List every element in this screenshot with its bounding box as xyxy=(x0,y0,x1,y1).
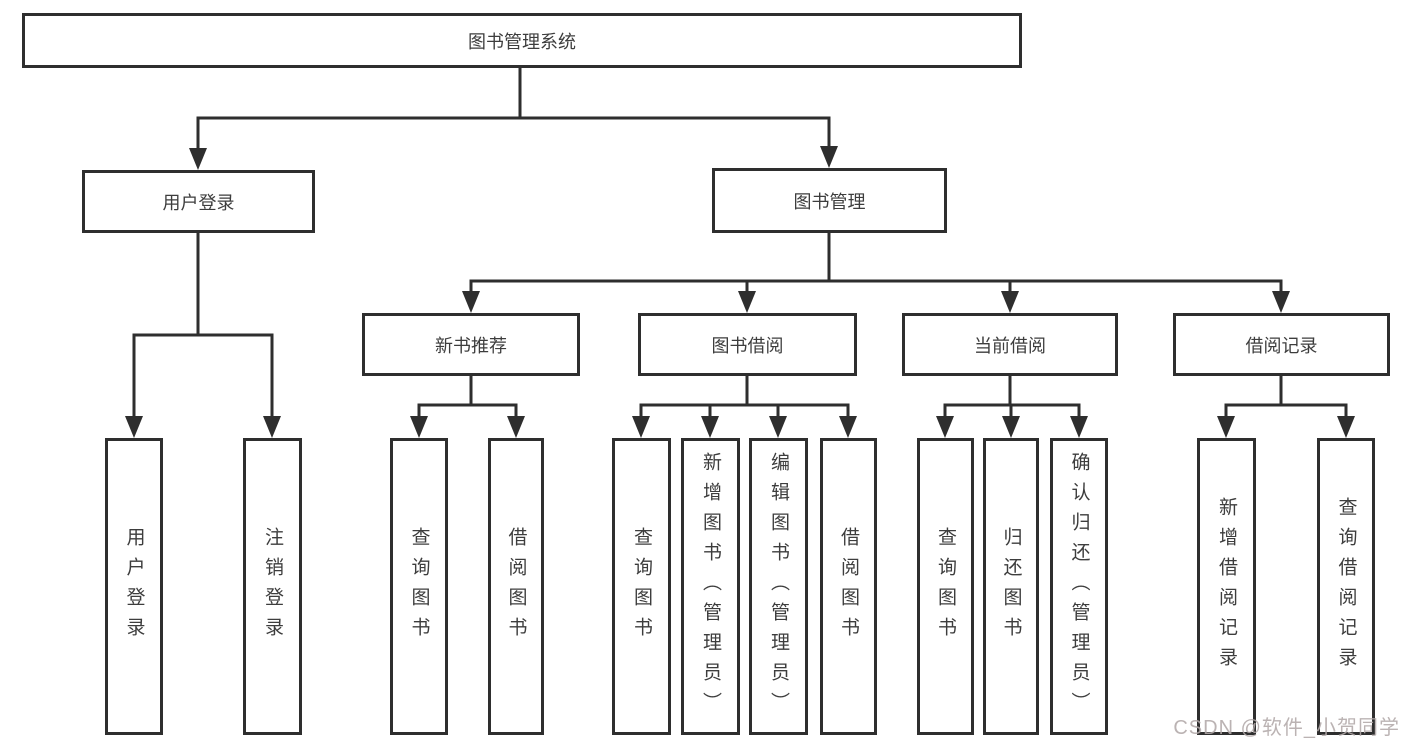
leaf-borrow-books: 借阅图书 xyxy=(820,438,877,735)
leaf-add-book-admin: 新增图书（管理员） xyxy=(681,438,740,735)
leaf-query-books-recommend: 查询图书 xyxy=(390,438,448,735)
leaf-user-login: 用户登录 xyxy=(105,438,163,735)
node-current-borrow: 当前借阅 xyxy=(902,313,1118,376)
node-new-book-recommend: 新书推荐 xyxy=(362,313,580,376)
leaf-return-book: 归还图书 xyxy=(983,438,1039,735)
node-book-borrow: 图书借阅 xyxy=(638,313,857,376)
leaf-query-borrow-record: 查询借阅记录 xyxy=(1317,438,1375,735)
leaf-confirm-return-admin: 确认归还（管理员） xyxy=(1050,438,1108,735)
node-user-login: 用户登录 xyxy=(82,170,315,233)
node-borrow-records: 借阅记录 xyxy=(1173,313,1390,376)
leaf-edit-book-admin: 编辑图书（管理员） xyxy=(749,438,808,735)
leaf-query-books-borrow: 查询图书 xyxy=(612,438,671,735)
leaf-query-books-current: 查询图书 xyxy=(917,438,974,735)
leaf-borrow-books-recommend: 借阅图书 xyxy=(488,438,544,735)
node-root: 图书管理系统 xyxy=(22,13,1022,68)
leaf-logout: 注销登录 xyxy=(243,438,302,735)
node-book-management: 图书管理 xyxy=(712,168,947,233)
leaf-add-borrow-record: 新增借阅记录 xyxy=(1197,438,1256,735)
